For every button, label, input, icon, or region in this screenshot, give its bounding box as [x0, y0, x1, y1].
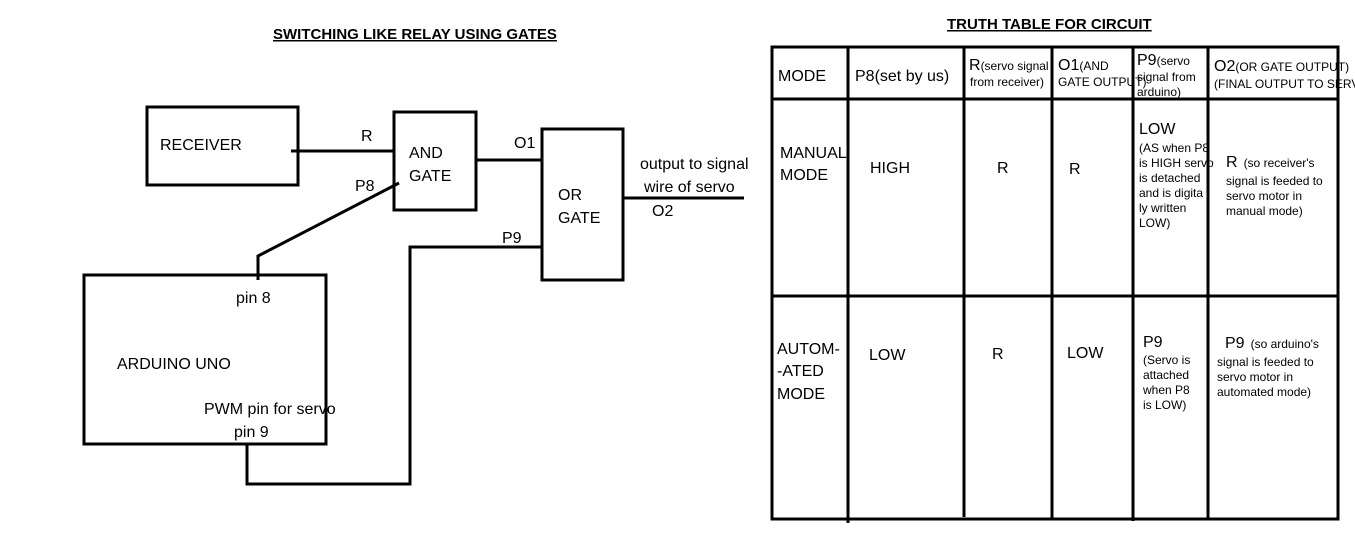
row-auto-mode-1: AUTOM-	[777, 341, 840, 358]
output-text-1: output to signal	[640, 156, 749, 173]
signal-p8-label: P8	[355, 178, 375, 195]
row-auto-o2: P9(so arduino's	[1225, 335, 1319, 352]
header-p8: P8(set by us)	[855, 68, 949, 85]
header-r: R(servo signal	[969, 57, 1049, 74]
row-manual-r: R	[997, 160, 1009, 177]
header-p9: P9(servo	[1137, 52, 1190, 69]
row-auto-p9-note-3: when P8	[1142, 383, 1190, 397]
truth-table-grid	[770, 45, 1340, 523]
pin8-label: pin 8	[236, 290, 271, 307]
header-r-sub: from receiver)	[970, 75, 1044, 89]
row-auto-mode-3: MODE	[777, 386, 825, 403]
row-manual-o2-note-3: manual mode)	[1226, 204, 1303, 218]
arduino-block	[82, 273, 328, 446]
arduino-label: ARDUINO UNO	[117, 356, 231, 373]
circuit-title: SWITCHING LIKE RELAY USING GATES	[273, 26, 557, 43]
header-p9-sub-2: arduino)	[1137, 85, 1181, 99]
row-manual-p8: HIGH	[870, 160, 910, 177]
row-manual-p9-note-3: is detached	[1139, 171, 1200, 185]
header-o1-sub: GATE OUTPUT)	[1058, 75, 1146, 89]
header-o2-sub: (FINAL OUTPUT TO SERVO)	[1214, 77, 1355, 91]
signal-o1-label: O1	[514, 135, 535, 152]
row-manual-p9-note-4: and is digita	[1139, 186, 1203, 200]
or-gate-label-1: OR	[558, 187, 582, 204]
signal-o2-label: O2	[652, 203, 673, 220]
row-auto-p9-note-2: attached	[1143, 368, 1189, 382]
receiver-block	[145, 105, 300, 187]
row-manual-o2-note-2: servo motor in	[1226, 189, 1302, 203]
receiver-label: RECEIVER	[160, 137, 242, 154]
row-manual-p9-note-2: is HIGH servo	[1139, 156, 1214, 170]
row-auto-p9-note-4: is LOW)	[1143, 398, 1186, 412]
output-text-2: wire of servo	[643, 179, 735, 196]
header-o2: O2(OR GATE OUTPUT)	[1214, 58, 1349, 75]
row-manual-o2: R(so receiver's	[1226, 154, 1315, 171]
row-auto-p9: P9	[1143, 334, 1163, 351]
row-manual-mode-1: MANUAL	[780, 145, 847, 162]
wire-p8	[256, 181, 400, 280]
row-manual-p9-note-1: (AS when P8	[1139, 141, 1209, 155]
row-manual-o1: R	[1069, 161, 1081, 178]
row-auto-p9-note-1: (Servo is	[1143, 353, 1190, 367]
row-manual-p9-note-5: ly written	[1139, 201, 1186, 215]
row-auto-p8: LOW	[869, 347, 906, 364]
row-auto-mode-2: -ATED	[777, 363, 824, 380]
pwm-label: PWM pin for servo	[204, 401, 336, 418]
header-o1: O1(AND	[1058, 57, 1109, 74]
row-manual-p9: LOW	[1139, 121, 1176, 138]
table-title: TRUTH TABLE FOR CIRCUIT	[947, 16, 1152, 33]
wire-p9	[245, 245, 542, 486]
row-manual-o2-note-1: signal is feeded to	[1226, 174, 1323, 188]
row-auto-o2-note-3: automated mode)	[1217, 385, 1311, 399]
row-auto-r: R	[992, 346, 1004, 363]
row-auto-o1: LOW	[1067, 345, 1104, 362]
or-gate-block	[540, 127, 625, 282]
row-auto-o2-note-2: servo motor in	[1217, 370, 1293, 384]
row-auto-o2-note-1: signal is feeded to	[1217, 355, 1314, 369]
header-p9-sub-1: signal from	[1137, 70, 1196, 84]
row-manual-mode-2: MODE	[780, 167, 828, 184]
and-gate-label-1: AND	[409, 145, 443, 162]
and-gate-label-2: GATE	[409, 168, 451, 185]
or-gate-label-2: GATE	[558, 210, 600, 227]
signal-r-label: R	[361, 128, 373, 145]
header-mode: MODE	[778, 68, 826, 85]
pin9-label: pin 9	[234, 424, 269, 441]
signal-p9-label: P9	[502, 230, 522, 247]
row-manual-p9-note-6: LOW)	[1139, 216, 1170, 230]
